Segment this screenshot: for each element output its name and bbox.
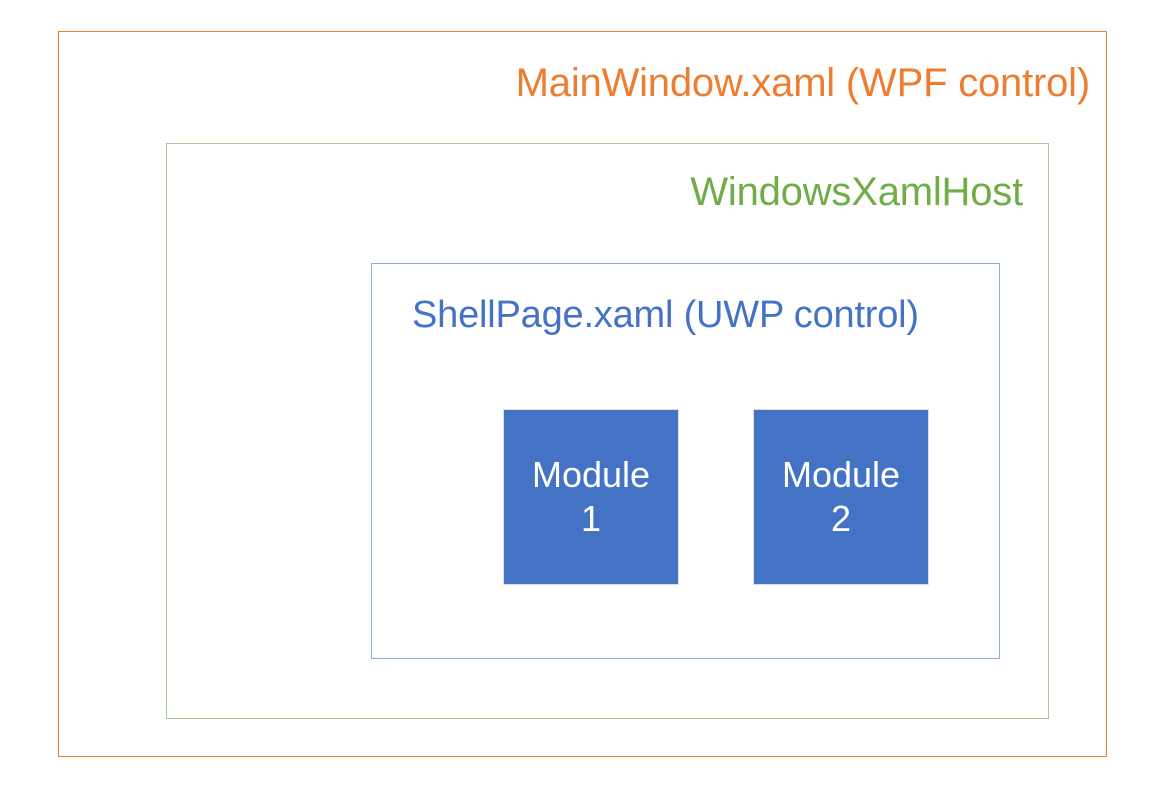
layer-mainwindow-wpf: MainWindow.xaml (WPF control) WindowsXam…	[58, 31, 1107, 757]
module-1-title: Module	[531, 454, 651, 496]
layer-mainwindow-label: MainWindow.xaml (WPF control)	[515, 61, 1091, 105]
module-box-2[interactable]: Module 2	[753, 409, 929, 585]
layer-shellpage-uwp: ShellPage.xaml (UWP control) Module 1 Mo…	[371, 263, 1000, 659]
module-2-title: Module	[781, 454, 901, 496]
module-box-1[interactable]: Module 1	[503, 409, 679, 585]
module-2-number: 2	[830, 498, 852, 539]
layer-windowsxamlhost: WindowsXamlHost ShellPage.xaml (UWP cont…	[166, 143, 1049, 719]
module-row: Module 1 Module 2	[372, 264, 999, 658]
module-1-number: 1	[580, 498, 602, 539]
layer-shellpage-label: ShellPage.xaml (UWP control)	[412, 294, 919, 336]
layer-windowsxamlhost-label: WindowsXamlHost	[690, 170, 1023, 214]
